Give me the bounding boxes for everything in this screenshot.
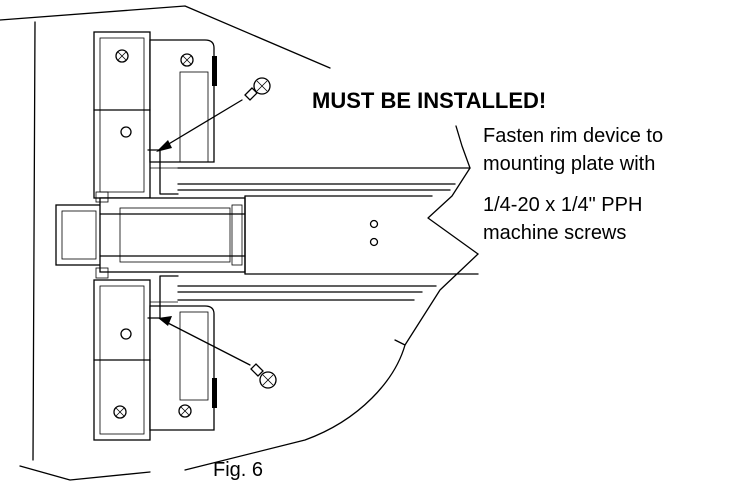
callout-line-1: Fasten rim device to [483, 125, 663, 147]
figure-caption: Fig. 6 [213, 459, 263, 481]
callout-line-3: 1/4-20 x 1/4" PPH [483, 194, 642, 216]
callout-line-4: machine screws [483, 222, 626, 244]
warning-label: MUST BE INSTALLED! [312, 88, 546, 113]
upper-machine-screw-icon [244, 77, 271, 101]
rail-extension [177, 125, 479, 346]
center-hub-assembly [55, 191, 246, 279]
mounting-brackets [147, 149, 179, 319]
lower-lock-housing [93, 279, 217, 441]
door-edge-outline [0, 5, 406, 481]
callout-line-2: mounting plate with [483, 153, 655, 175]
lower-machine-screw-icon [250, 363, 277, 389]
upper-insert-arrow [156, 99, 243, 152]
upper-housing-screw-icon [115, 49, 194, 67]
lower-insert-arrow [158, 316, 251, 366]
lower-housing-screw-icon [113, 404, 192, 419]
upper-lock-housing [93, 31, 217, 199]
